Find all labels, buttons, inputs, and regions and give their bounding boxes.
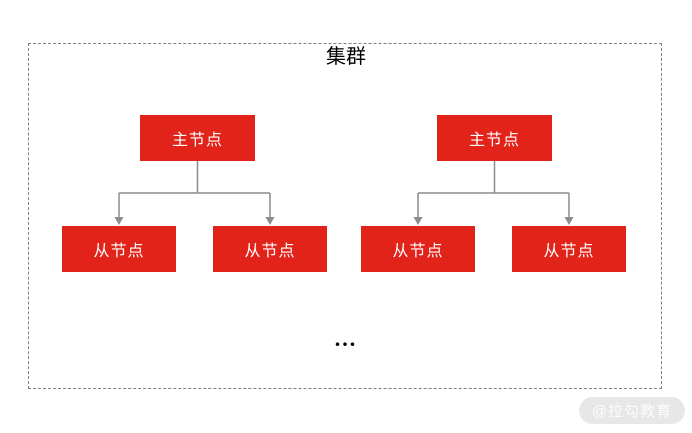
watermark-badge: @拉勾教育: [578, 397, 685, 424]
watermark-label: @拉勾教育: [591, 403, 672, 420]
master-node-1: 主节点: [140, 115, 255, 161]
cluster-title: 集群: [326, 46, 366, 68]
slave-node-4: 从节点: [512, 226, 626, 272]
master-node-2: 主节点: [437, 115, 552, 161]
cluster-boundary-frame: [28, 43, 662, 389]
more-clusters-ellipsis: ...: [334, 326, 358, 351]
slave-node-2: 从节点: [213, 226, 327, 272]
slave-node-3: 从节点: [361, 226, 475, 272]
slave-node-1: 从节点: [62, 226, 176, 272]
